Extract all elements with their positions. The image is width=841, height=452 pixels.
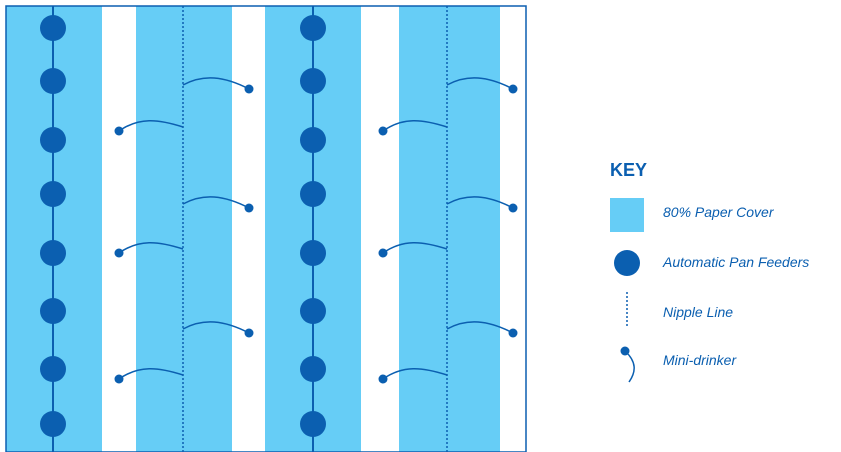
key-label-nipple-line: Nipple Line [663, 304, 734, 320]
pan-feeder [40, 127, 66, 153]
paper-cover-strip [136, 6, 232, 452]
pan-feeder [300, 15, 326, 41]
feeder-lines [40, 6, 326, 452]
paper-cover-strip [496, 6, 500, 452]
mini-drinker [114, 120, 184, 136]
pan-feeder-icon [614, 250, 640, 276]
pan-feeder [300, 298, 326, 324]
pan-feeder [300, 240, 326, 266]
pan-feeder [40, 298, 66, 324]
key-title: KEY [610, 160, 648, 180]
pan-feeder [40, 356, 66, 382]
mini-drinker-icon [620, 346, 635, 383]
pan-feeder [40, 68, 66, 94]
mini-drinker [182, 77, 254, 94]
mini-drinker [446, 77, 518, 94]
barn-border [5, 5, 527, 452]
key-label-pan-feeders: Automatic Pan Feeders [663, 254, 810, 270]
key-label-paper-cover: 80% Paper Cover [663, 204, 774, 220]
pan-feeder [300, 411, 326, 437]
mini-drinker [114, 368, 184, 384]
key-label-mini-drinker: Mini-drinker [663, 352, 737, 368]
mini-drinker [378, 368, 448, 384]
paper-cover-strips [6, 6, 500, 452]
pan-feeder [40, 240, 66, 266]
mini-drinker [378, 242, 448, 258]
mini-drinker [182, 321, 254, 338]
pan-feeder [40, 181, 66, 207]
pan-feeder [40, 15, 66, 41]
pan-feeder [300, 127, 326, 153]
paper-cover-strip [399, 6, 496, 452]
pan-feeder [40, 411, 66, 437]
mini-drinker [446, 196, 518, 213]
mini-drinker [182, 196, 254, 213]
mini-drinker [378, 120, 448, 136]
paper-cover-swatch-icon [610, 198, 644, 232]
mini-drinker [446, 321, 518, 338]
pan-feeder [300, 181, 326, 207]
mini-drinkers [114, 77, 518, 384]
pan-feeder [300, 68, 326, 94]
mini-drinker [114, 242, 184, 258]
pan-feeder [300, 356, 326, 382]
